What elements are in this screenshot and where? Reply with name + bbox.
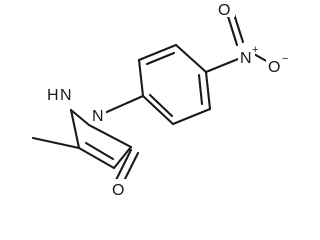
bond-n2-aryl bbox=[98, 94, 145, 117]
bond-ar-3 bbox=[174, 43, 208, 74]
bond-ar-5 bbox=[171, 107, 212, 126]
atom-bg-nitro-o-right bbox=[266, 56, 284, 75]
atom-label-nitro-n: N bbox=[240, 50, 252, 67]
atom-bg-nitro-o-top bbox=[216, 0, 235, 17]
bond-ar-1 bbox=[137, 58, 145, 98]
atom-label-ring-n: N bbox=[92, 108, 104, 125]
molecule-drawing: H N N O N + O O − bbox=[31, 0, 288, 199]
bond-ar-inner-1 bbox=[145, 51, 176, 66]
bond-nitro-o-up-a bbox=[225, 11, 239, 47]
atom-label-nh-n: N bbox=[60, 87, 72, 104]
bond-c3-o-a bbox=[113, 148, 133, 184]
bond-c5-c4 bbox=[77, 146, 116, 170]
bond-ar-2 bbox=[137, 43, 178, 62]
atom-charge-nitro-n: + bbox=[252, 44, 258, 56]
atom-bg-n2 bbox=[90, 105, 106, 123]
bond-c5-methyl bbox=[31, 136, 81, 150]
bond-ar-6 bbox=[141, 94, 175, 126]
atom-bg-nh bbox=[46, 83, 80, 102]
atom-bg-nitro-n bbox=[238, 46, 255, 65]
bond-ar-4 bbox=[204, 70, 212, 111]
bond-n1-c5 bbox=[69, 108, 81, 150]
bond-ar-inner-2 bbox=[197, 73, 204, 106]
atom-label-nitro-o-right: O bbox=[268, 59, 280, 76]
bond-ar-inner-3 bbox=[148, 93, 174, 118]
bond-c5-c4-inner bbox=[84, 141, 115, 161]
bond-c3-n2 bbox=[87, 123, 133, 149]
atom-label-nitro-o-top: O bbox=[218, 2, 230, 19]
atom-charge-nitro-o: − bbox=[282, 53, 288, 65]
bond-c4-c3 bbox=[112, 145, 133, 170]
atom-bg-o bbox=[110, 179, 128, 199]
bond-ar-nitro bbox=[204, 55, 245, 74]
atom-label-carbonyl-o: O bbox=[112, 182, 124, 199]
structure-diagram: H N N O N + O O − bbox=[31, 0, 288, 199]
atom-label-h: H bbox=[47, 87, 59, 104]
bond-n1-n2 bbox=[69, 108, 91, 127]
